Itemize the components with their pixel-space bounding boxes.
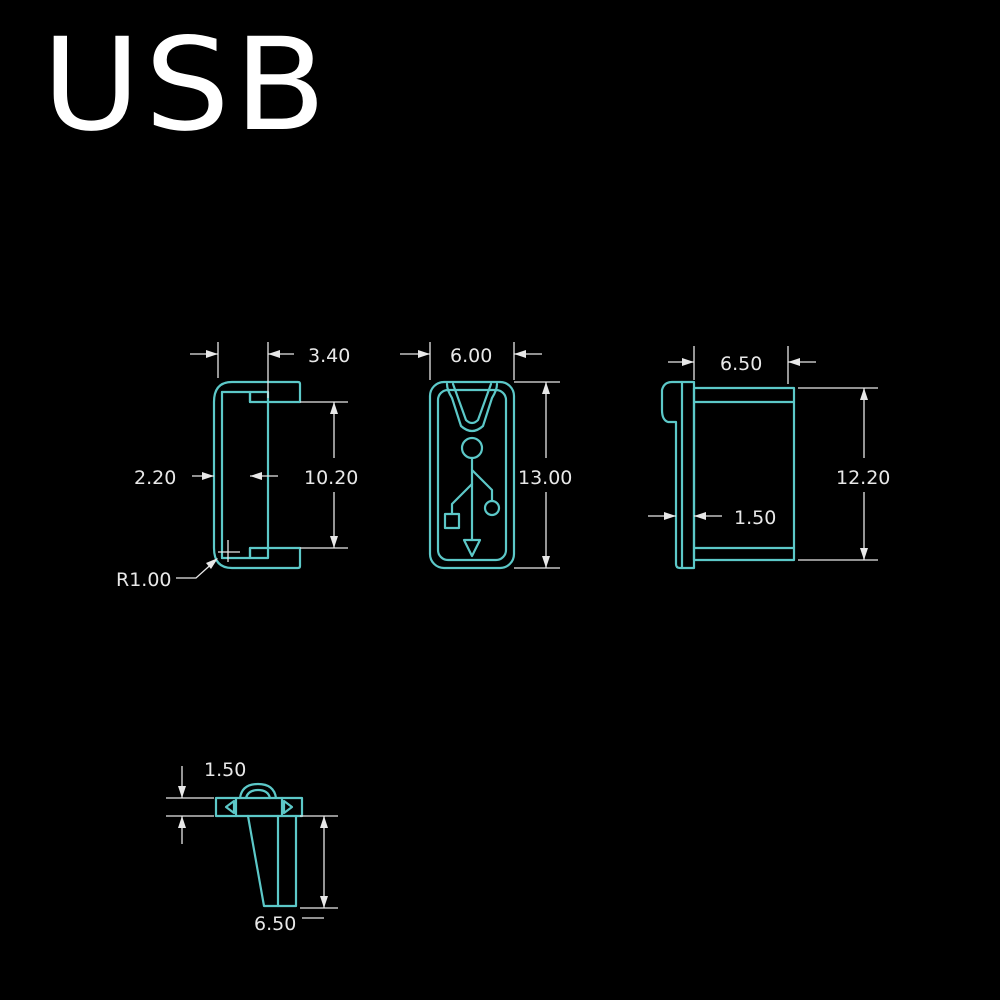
view-4-thickness-label: 1.50 (204, 759, 246, 781)
view-1-height-label: 10.20 (304, 467, 358, 489)
view-4-length-label: 6.50 (254, 913, 296, 935)
view-1-width-label: 3.40 (308, 345, 350, 367)
usb-trident-icon (443, 436, 501, 558)
view-3-side: 6.50 12.20 1.50 (648, 346, 890, 570)
view-3-flange-label: 1.50 (734, 507, 776, 529)
view-1-outline (212, 380, 302, 570)
view-2-height-label: 13.00 (518, 467, 572, 489)
view-2-width-label: 6.00 (450, 345, 492, 367)
view-4-tether: 1.50 6.50 (166, 759, 338, 935)
view-3-height-label: 12.20 (836, 467, 890, 489)
view-4-outline (214, 782, 304, 908)
view-1-side-profile: 3.40 2.20 10.20 (116, 342, 358, 591)
view-1-wall-label: 2.20 (134, 467, 176, 489)
view-2-front: 6.00 13.00 (400, 342, 572, 570)
view-2-outline (428, 380, 516, 570)
drawing-title: USB (42, 11, 331, 160)
view-3-depth-label: 6.50 (720, 353, 762, 375)
view-3-outline (660, 380, 796, 570)
view-1-radius-label: R1.00 (116, 569, 172, 591)
